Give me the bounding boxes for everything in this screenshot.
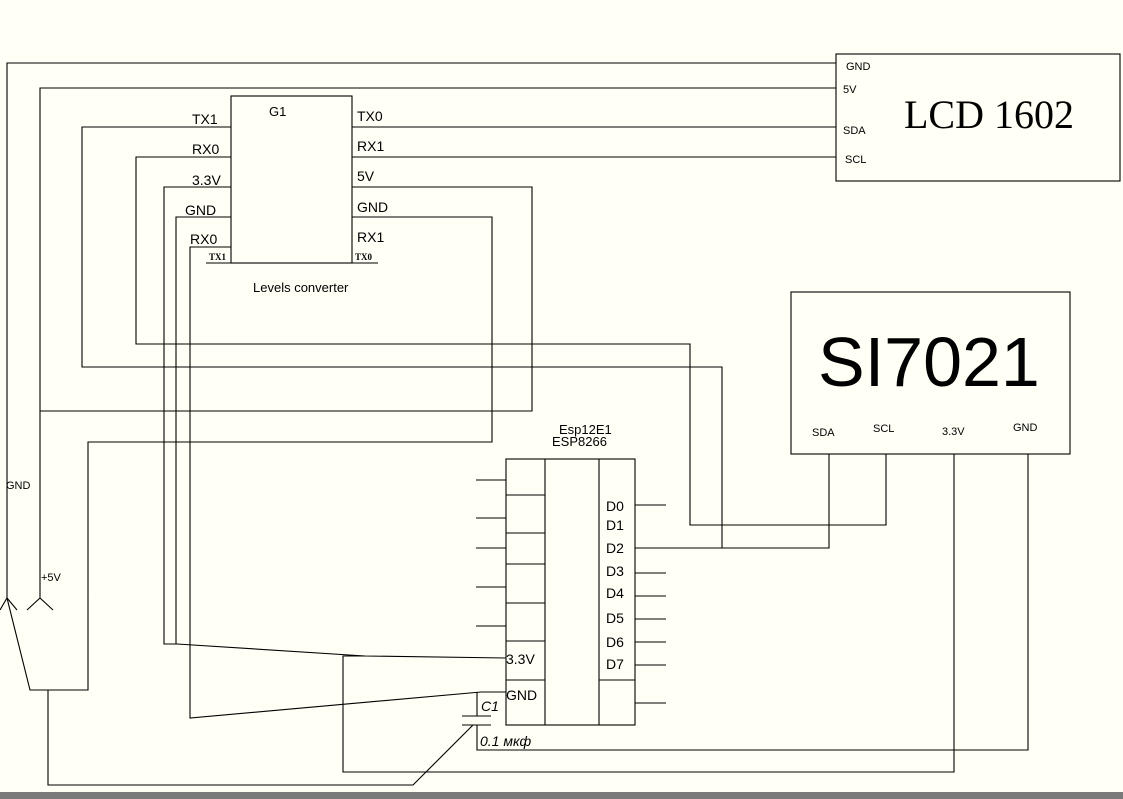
esp-pin-d5: D5 — [606, 610, 624, 626]
esp-title-line1: Esp12E1 — [559, 422, 612, 437]
converter-caption: Levels converter — [253, 280, 349, 295]
converter-pin-5v: 5V — [357, 168, 375, 184]
si7021-pin-sda: SDA — [812, 427, 835, 439]
esp-pin-d3: D3 — [606, 563, 624, 579]
si7021-pin-3v3: 3.3V — [942, 426, 965, 438]
capacitor-value: 0.1 мкф — [480, 733, 532, 749]
esp8266-module-box — [505, 458, 636, 726]
level-converter-box — [230, 95, 353, 264]
lcd-pin-5v: 5V — [843, 84, 857, 96]
capacitor-name: C1 — [481, 698, 499, 714]
esp-pin-d4: D4 — [606, 585, 624, 601]
converter-pin-rx0-left: RX0 — [192, 141, 219, 157]
si7021-pin-gnd: GND — [1013, 422, 1038, 434]
si7021-pin-scl: SCL — [873, 423, 894, 435]
converter-pin-gnd-left: GND — [185, 202, 216, 218]
lcd-pin-sda: SDA — [843, 125, 866, 137]
plus5v-label: +5V — [41, 572, 62, 584]
lcd-module-box — [835, 53, 1121, 182]
esp-pin-gnd: GND — [506, 687, 537, 703]
esp-pin-d7: D7 — [606, 656, 624, 672]
converter-pin-tx1-left: TX1 — [192, 111, 218, 127]
lcd-pin-gnd: GND — [846, 61, 871, 73]
lcd-pin-scl: SCL — [845, 154, 866, 166]
converter-pin-3v3: 3.3V — [192, 172, 221, 188]
esp-pin-3v3: 3.3V — [506, 651, 535, 667]
esp-title-line2: ESP8266 — [552, 434, 607, 449]
esp-pin-d1: D1 — [606, 517, 624, 533]
converter-pin-rx1-right: RX1 — [357, 138, 384, 154]
converter-pin-tx0-right: TX0 — [357, 108, 383, 124]
si7021-title: SI7021 — [818, 323, 1040, 401]
esp-pin-d2: D2 — [606, 540, 624, 556]
lcd-title: LCD 1602 — [904, 92, 1074, 137]
esp-pin-d0: D0 — [606, 498, 624, 514]
converter-pin-tx1-bottom: TX1 — [209, 252, 227, 262]
converter-pin-gnd-right: GND — [357, 199, 388, 215]
converter-pin-tx0-bottom: TX0 — [355, 252, 373, 262]
si7021-module-box — [790, 291, 1071, 455]
converter-pin-rx1-right-2: RX1 — [357, 229, 384, 245]
converter-pin-rx0-left-2: RX0 — [190, 231, 217, 247]
converter-title: G1 — [269, 104, 286, 119]
gnd-label: GND — [6, 480, 31, 492]
bottom-bar — [0, 792, 1123, 799]
esp-pin-d6: D6 — [606, 634, 624, 650]
